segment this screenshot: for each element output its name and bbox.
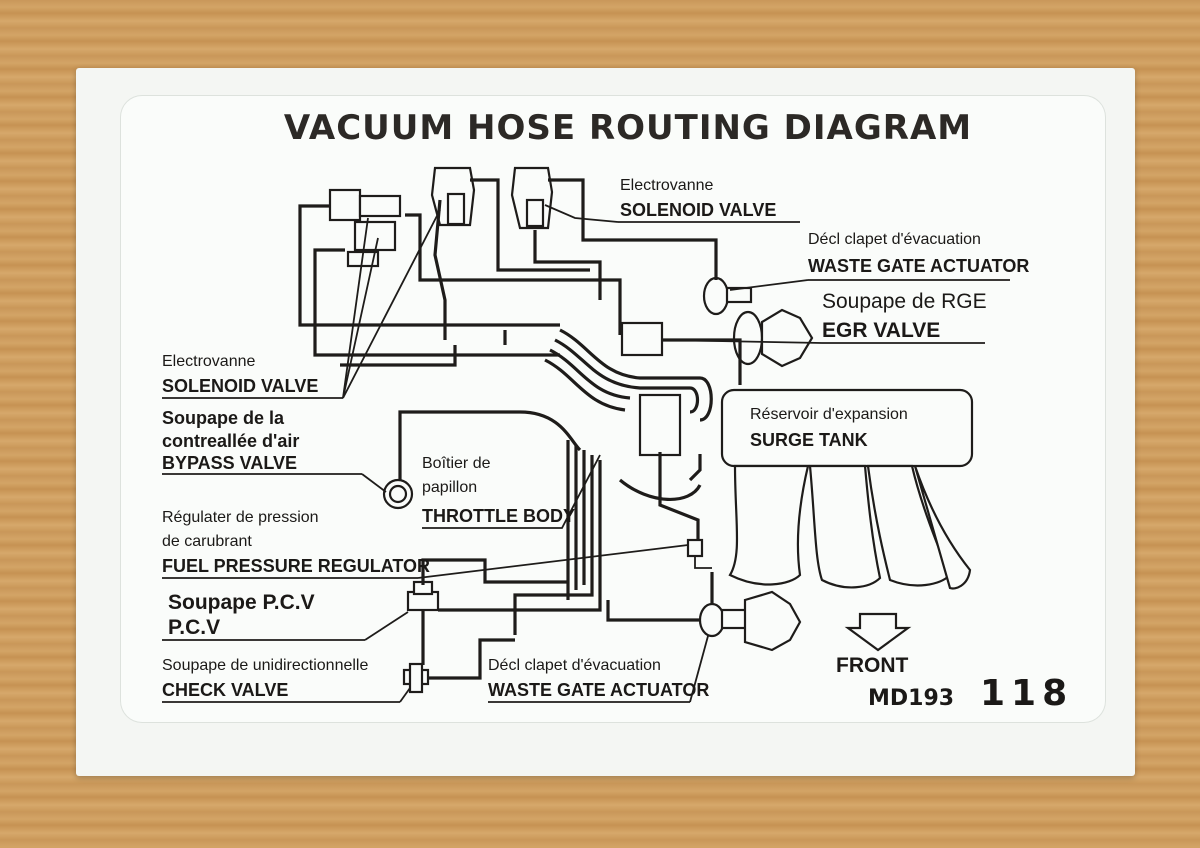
front-label: FRONT (836, 654, 908, 677)
pcv-valve-label: P.C.V (168, 616, 220, 639)
waste-gate-actuator-top-label: WASTE GATE ACTUATOR (808, 256, 1029, 276)
solenoid-valve-left-label: SOLENOID VALVE (162, 376, 318, 396)
pcv-valve-label-fr: Soupape P.C.V (168, 591, 315, 614)
check-valve (402, 662, 430, 694)
throttle-body-label: THROTTLE BODY (422, 506, 575, 526)
fuel-pressure-regulator-label: FUEL PRESSURE REGULATOR (162, 556, 430, 576)
vacuum-hoses (298, 178, 742, 680)
solenoid-valve-top-left (430, 166, 476, 227)
part-number-suffix: 118 (980, 673, 1073, 714)
waste-gate-actuator-top-label-fr: Décl clapet d'évacuation (808, 231, 981, 248)
check-valve-label: CHECK VALVE (162, 680, 288, 700)
bypass-valve-label-fr-2: contreallée d'air (162, 431, 299, 451)
surge-tank-label-fr: Réservoir d'expansion (750, 406, 908, 423)
surge-tank-label: SURGE TANK (750, 430, 868, 450)
waste-gate-actuator-bottom-label: WASTE GATE ACTUATOR (488, 680, 709, 700)
leader-lines (162, 204, 1010, 703)
waste-gate-actuator-bottom-label-fr: Décl clapet d'évacuation (488, 657, 661, 674)
solenoid-valve-top-label: SOLENOID VALVE (620, 200, 776, 220)
waste-gate-actuator-bottom (698, 590, 802, 652)
fuel-pressure-regulator-label-fr-2: de carubrant (162, 533, 252, 550)
bypass-valve-label: BYPASS VALVE (162, 453, 297, 473)
fuel-pressure-regulator (686, 538, 712, 569)
throttle-body (618, 393, 702, 502)
pcv-valve (406, 580, 440, 612)
solenoid-valve-top-label-fr: Electrovanne (620, 177, 713, 194)
egr-valve-label: EGR VALVE (822, 319, 940, 342)
waste-gate-actuator-top (702, 276, 753, 316)
surge-tank (720, 388, 974, 590)
bypass-valve-port (388, 484, 408, 504)
front-arrow-icon (844, 612, 912, 652)
solenoid-valve-left-cluster (328, 188, 402, 268)
solenoid-valve-top-right (510, 166, 554, 230)
check-valve-label-fr: Soupape de unidirectionnelle (162, 657, 368, 674)
part-number-prefix: MD193 (868, 686, 954, 711)
throttle-body-label-fr-2: papillon (422, 479, 477, 496)
diagram-title: VACUUM HOSE ROUTING DIAGRAM (283, 108, 973, 148)
egr-valve-label-fr: Soupape de RGE (822, 290, 987, 313)
bypass-valve-label-fr-1: Soupape de la (162, 408, 285, 428)
fuel-pressure-regulator-label-fr-1: Régulater de pression (162, 509, 319, 526)
throttle-body-label-fr-1: Boîtier de (422, 455, 491, 472)
egr-valve (620, 308, 814, 368)
solenoid-valve-left-label-fr: Electrovanne (162, 353, 255, 370)
